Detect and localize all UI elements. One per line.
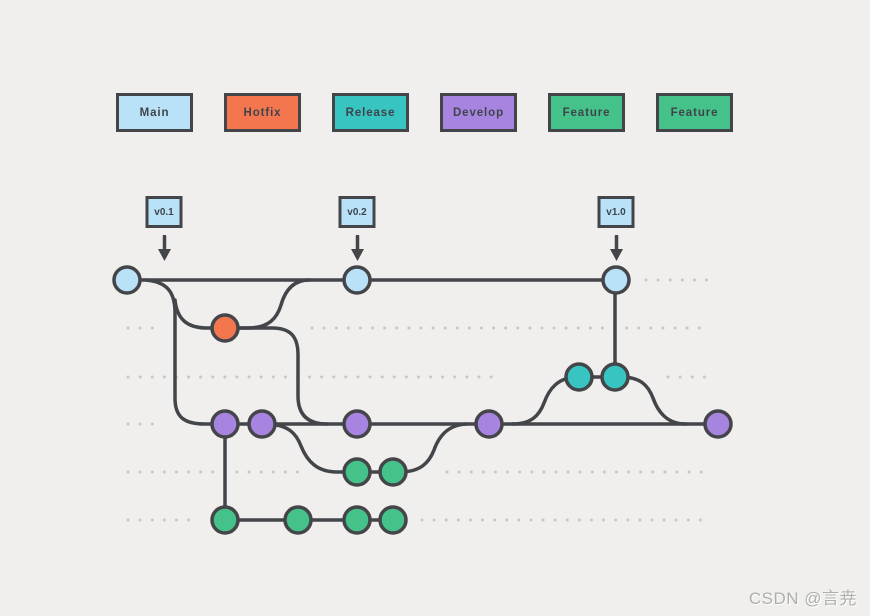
legend-label: Release bbox=[345, 106, 396, 119]
commit-node-main bbox=[342, 265, 372, 295]
version-tag-box: v0.2 bbox=[338, 196, 376, 228]
legend-box-develop-3: Develop bbox=[440, 93, 517, 132]
branch-path-main-to-develop bbox=[144, 278, 720, 426]
version-tag-v1.0: v1.0 bbox=[597, 196, 635, 262]
legend-label: Feature bbox=[670, 106, 719, 119]
legend-box-hotfix-1: Hotfix bbox=[224, 93, 301, 132]
legend-box-release-2: Release bbox=[332, 93, 409, 132]
watermark: CSDN @言尭 bbox=[748, 589, 857, 608]
commit-node-feature bbox=[378, 505, 408, 535]
branch-legend: Main Hotfix Release Develop Feature Feature bbox=[116, 93, 733, 132]
commit-node-develop bbox=[703, 409, 733, 439]
commit-node-develop bbox=[474, 409, 504, 439]
commit-node-feature bbox=[342, 505, 372, 535]
commit-node-hotfix bbox=[210, 313, 240, 343]
commit-node-feature bbox=[283, 505, 313, 535]
legend-label: Main bbox=[139, 106, 170, 119]
branch-path-hotfix-branch bbox=[173, 278, 311, 330]
branch-path-release-branch bbox=[510, 375, 688, 426]
commit-node-develop bbox=[210, 409, 240, 439]
down-arrow-icon bbox=[609, 235, 623, 261]
legend-label: Feature bbox=[562, 106, 611, 119]
commit-node-develop bbox=[247, 409, 277, 439]
legend-label: Hotfix bbox=[243, 106, 282, 119]
commit-node-main bbox=[601, 265, 631, 295]
commit-node-develop bbox=[342, 409, 372, 439]
commit-node-feature bbox=[210, 505, 240, 535]
version-tag-box: v1.0 bbox=[597, 196, 635, 228]
commit-node-main bbox=[112, 265, 142, 295]
down-arrow-icon bbox=[157, 235, 171, 261]
legend-label: Develop bbox=[452, 106, 505, 119]
version-tag-box: v0.1 bbox=[145, 196, 183, 228]
commit-node-release bbox=[600, 362, 630, 392]
commit-node-release bbox=[564, 362, 594, 392]
version-tag-v0.1: v0.1 bbox=[145, 196, 183, 262]
legend-box-main-0: Main bbox=[116, 93, 193, 132]
legend-box-feature-5: Feature bbox=[656, 93, 733, 132]
legend-box-feature-4: Feature bbox=[548, 93, 625, 132]
commit-node-feature bbox=[378, 457, 408, 487]
commit-node-feature bbox=[342, 457, 372, 487]
version-tag-v0.2: v0.2 bbox=[338, 196, 376, 262]
down-arrow-icon bbox=[350, 235, 364, 261]
branch-path-hotfix-to-develop bbox=[223, 326, 329, 426]
